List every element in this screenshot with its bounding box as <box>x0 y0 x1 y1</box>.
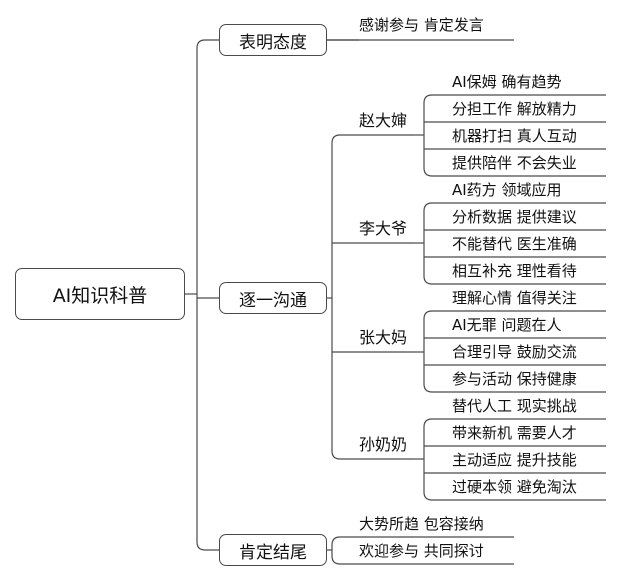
leaf-label: 过硬本领 避免淘汰 <box>452 478 577 496</box>
root-connector-line <box>196 39 219 294</box>
leaf-label: 替代人工 现实挑战 <box>452 397 577 415</box>
leaf-label: AI药方 领域应用 <box>452 181 562 199</box>
leaf-label: 分担工作 解放精力 <box>452 100 577 118</box>
leaf-label: 主动适应 提升技能 <box>452 451 577 469</box>
leaf-label: 分析数据 提供建议 <box>452 208 577 226</box>
leaf-label: AI无罪 问题在人 <box>452 316 562 334</box>
leaf-label: 带来新机 需要人才 <box>452 424 577 442</box>
branch-label: 逐一沟通 <box>239 290 307 311</box>
group-connector-line <box>423 94 450 135</box>
leaf-label: 机器打扫 真人互动 <box>452 127 577 145</box>
leaf-label: 不能替代 医生准确 <box>452 235 577 253</box>
group-label-zhang: 张大妈 <box>359 328 408 347</box>
leaf-label: 理解心情 值得关注 <box>452 289 577 307</box>
group-connector-line <box>423 352 450 393</box>
branch-node-closing: 肯定结尾 <box>219 534 327 566</box>
branch-node-communicate: 逐一沟通 <box>219 282 327 314</box>
leaf-label: 欢迎参与 共同探讨 <box>359 542 484 560</box>
branch-connector-line <box>331 536 356 550</box>
leaf-label: 合理引导 鼓励交流 <box>452 343 577 361</box>
branch-label: 表明态度 <box>239 32 307 53</box>
branch-connector-line <box>331 298 356 460</box>
group-connector-line <box>423 135 450 177</box>
group-connector-line <box>423 418 450 459</box>
group-connector-line <box>423 310 450 352</box>
leaf-label: 大势所趋 包容接纳 <box>359 515 484 533</box>
group-connector-line <box>423 459 450 501</box>
branch-connector-line <box>331 550 356 565</box>
leaf-label: 相互补充 理性看待 <box>452 262 577 280</box>
root-label: AI知识科普 <box>52 284 148 307</box>
branch-node-stance: 表明态度 <box>219 24 327 56</box>
leaf-label: 提供陪伴 不会失业 <box>452 154 577 172</box>
leaf-label: AI保姆 确有趋势 <box>452 73 562 91</box>
branch-connector-line <box>331 134 356 298</box>
group-label-zhao: 赵大婶 <box>359 111 408 130</box>
group-connector-line <box>423 243 450 285</box>
group-label-sun: 孙奶奶 <box>359 435 408 454</box>
group-connector-line <box>423 202 450 243</box>
root-connector-line <box>196 294 219 551</box>
group-label-li: 李大爷 <box>359 219 408 238</box>
leaf-label: 参与活动 保持健康 <box>452 370 577 388</box>
branch-label: 肯定结尾 <box>239 542 307 563</box>
leaf-label: 感谢参与 肯定发言 <box>359 16 484 34</box>
root-node: AI知识科普 <box>15 268 185 320</box>
